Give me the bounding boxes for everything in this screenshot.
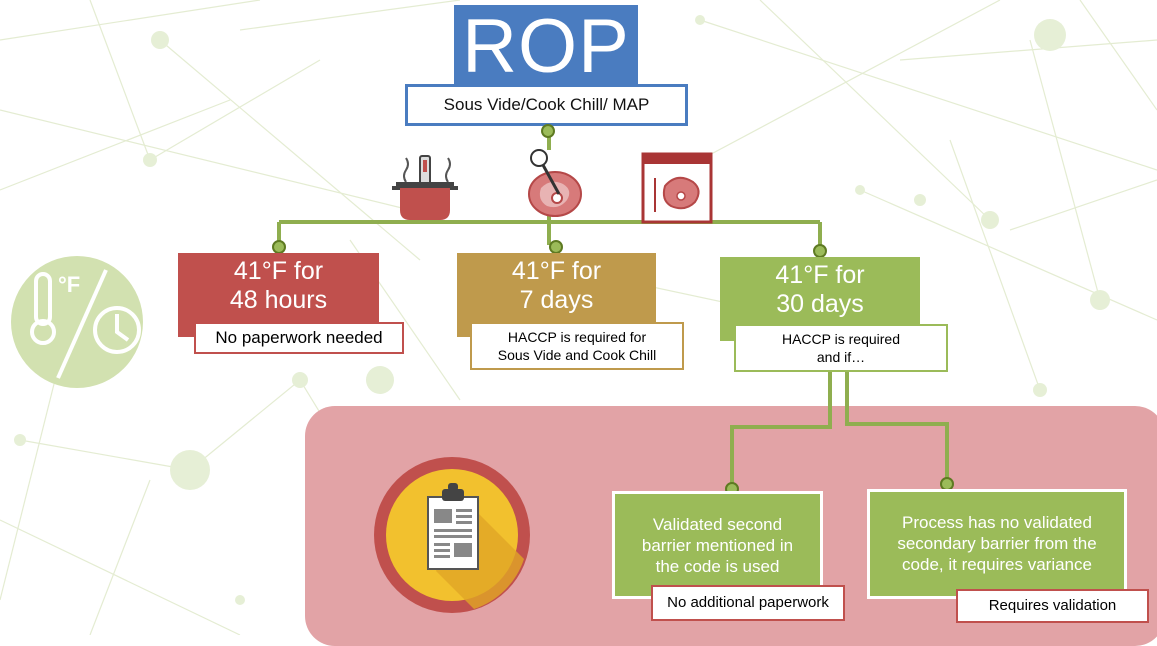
branch-text: Process has no validated	[902, 513, 1092, 532]
svg-text:°F: °F	[58, 272, 80, 297]
category-heading: 41°F for	[511, 257, 602, 285]
thermometer-steak-icon	[528, 149, 582, 217]
clipboard-icon	[374, 457, 530, 613]
connector-dot	[541, 124, 555, 138]
branch-text: Validated second	[652, 515, 783, 534]
vacuum-packed-meat-icon	[641, 152, 713, 224]
cooking-pot-icon	[392, 155, 458, 220]
note-line: HACCP is required for	[507, 329, 647, 345]
page-title: ROP	[454, 5, 638, 89]
category-note: HACCP is required and if…	[734, 324, 948, 372]
subtitle-box: Sous Vide/Cook Chill/ MAP	[405, 84, 688, 126]
temperature-time-icon: °F	[11, 256, 143, 388]
branch-note: Requires validation	[956, 589, 1149, 623]
category-heading: 41°F for	[233, 257, 324, 285]
category-heading: 7 days	[519, 286, 594, 314]
branch-text: the code is used	[655, 557, 780, 576]
note-line: and if…	[816, 349, 866, 365]
category-heading: 48 hours	[229, 286, 328, 314]
category-note: HACCP is required for Sous Vide and Cook…	[470, 322, 684, 370]
category-heading: 30 days	[776, 290, 864, 318]
branch-note: No additional paperwork	[651, 585, 845, 621]
branch-text: code, it requires variance	[902, 555, 1092, 574]
category-heading: 41°F for	[775, 261, 865, 289]
note-line: Sous Vide and Cook Chill	[497, 347, 657, 363]
note-line: HACCP is required	[781, 331, 900, 347]
branch-requires-variance: Process has no validated secondary barri…	[867, 489, 1127, 599]
connector-dot	[272, 240, 286, 254]
branch-text: secondary barrier from the	[897, 534, 1097, 553]
category-note: No paperwork needed	[194, 322, 404, 354]
connector-dot	[813, 244, 827, 258]
branch-text: barrier mentioned in	[641, 536, 794, 555]
connector-dot	[549, 240, 563, 254]
branch-validated-barrier: Validated second barrier mentioned in th…	[612, 491, 823, 599]
